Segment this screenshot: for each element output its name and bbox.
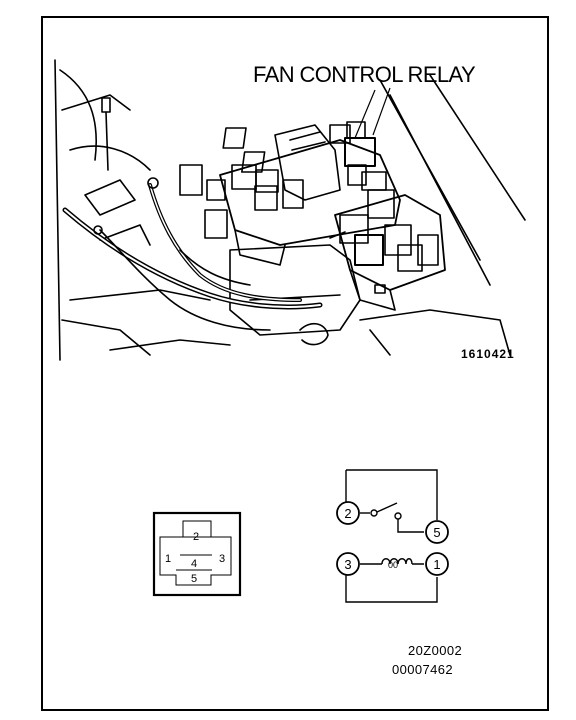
terminal-2-circle — [336, 501, 360, 525]
coil-label: 00 — [388, 560, 398, 570]
switch-arm — [376, 502, 398, 513]
connector-pin-5: 5 — [191, 573, 197, 585]
terminal-5-circle — [425, 520, 449, 544]
coil-symbol — [381, 558, 413, 565]
doc-code-1: 20Z0002 — [408, 643, 462, 658]
terminal-3-label: 3 — [344, 557, 351, 572]
schematic-switch-wire-right — [397, 519, 424, 533]
page-frame — [41, 16, 549, 711]
terminal-1-label: 1 — [433, 557, 440, 572]
terminal-3-circle — [336, 552, 360, 576]
figure-number: 1610421 — [461, 347, 515, 361]
switch-contact-moving — [394, 512, 402, 520]
connector-pin-3: 3 — [219, 553, 225, 565]
callout-label: FAN CONTROL RELAY — [253, 62, 476, 87]
connector-pin-4: 4 — [191, 558, 197, 570]
relay-schematic — [336, 469, 449, 603]
schematic-left-bottom-wire — [345, 575, 438, 603]
connector-pin-diagram — [152, 511, 242, 597]
connector-outline — [152, 511, 242, 597]
doc-code-2: 00007462 — [392, 662, 453, 677]
switch-contact-fixed — [370, 509, 378, 517]
connector-pin-2: 2 — [193, 531, 199, 543]
terminal-1-circle — [425, 552, 449, 576]
callout-leader-lines — [354, 87, 391, 139]
schematic-top-wire — [346, 469, 438, 520]
connector-pin-1: 1 — [165, 553, 171, 565]
terminal-2-label: 2 — [344, 506, 351, 521]
engine-bay-illustration — [54, 59, 526, 361]
terminal-5-label: 5 — [433, 525, 440, 540]
